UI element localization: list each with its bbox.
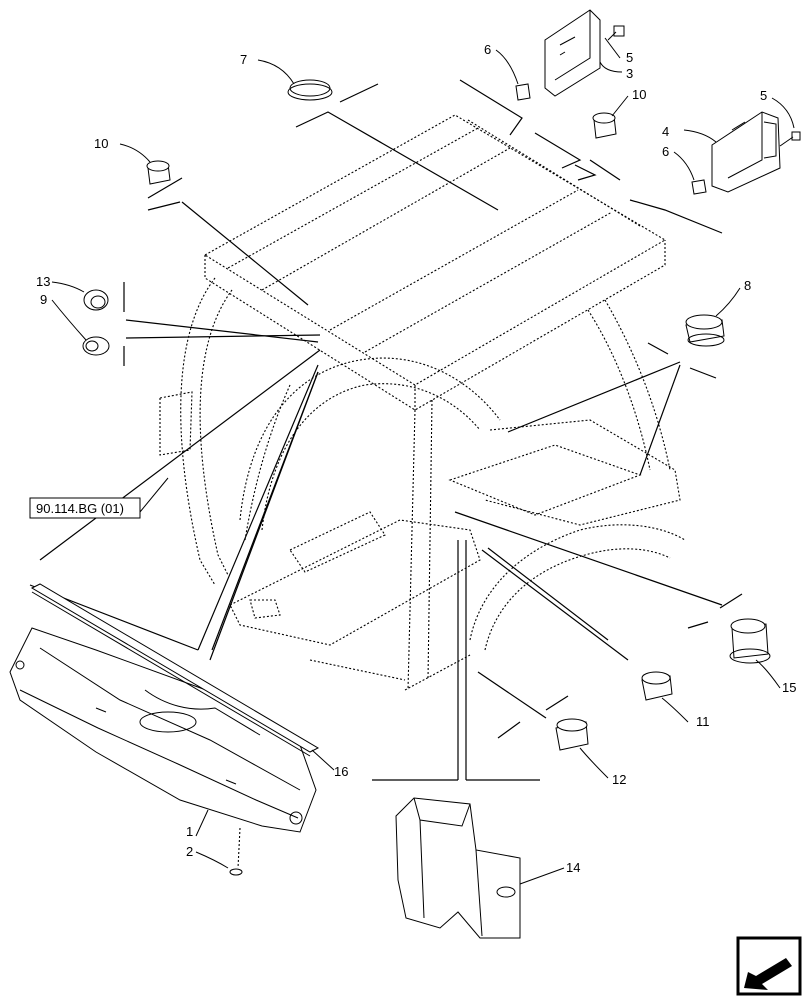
leader-lines	[51, 37, 795, 885]
plug-part-8	[685, 314, 725, 347]
callout-12: 12	[612, 772, 626, 787]
bolt-part-5-right	[779, 131, 801, 147]
callout-14: 14	[566, 860, 580, 875]
callouts: 7 10 10 6 5 3 4 6 5 8 13 9 15 11 12 14 1…	[36, 42, 796, 875]
arrow-icon[interactable]	[736, 936, 802, 996]
callout-5: 5	[626, 50, 633, 65]
screw-part-2	[229, 827, 243, 876]
plug-part-11	[641, 671, 673, 701]
callout-6: 6	[484, 42, 491, 57]
plug-part-10-left	[146, 160, 171, 185]
callout-10: 10	[94, 136, 108, 151]
callout-8: 8	[744, 278, 751, 293]
reference-link-label[interactable]: 90.114.BG (01)	[36, 501, 124, 516]
plug-part-10-top	[592, 112, 617, 139]
controller-part-4	[711, 111, 781, 193]
callout-5: 5	[760, 88, 767, 103]
callout-1: 1	[186, 824, 193, 839]
callout-13: 13	[36, 274, 50, 289]
callout-9: 9	[40, 292, 47, 307]
cab-frame	[159, 114, 686, 691]
strip-part-16	[30, 583, 320, 757]
callout-10: 10	[632, 87, 646, 102]
bolt-part-5-top	[607, 25, 625, 41]
reference-link[interactable]: 90.114.BG (01)	[29, 497, 141, 519]
callout-11: 11	[696, 714, 710, 729]
callout-3: 3	[626, 66, 633, 81]
grommet-part-9	[82, 336, 110, 356]
plate-part-3	[544, 9, 601, 97]
cap-part-7	[287, 79, 333, 101]
clip-part-6-right	[691, 179, 707, 195]
callout-4: 4	[662, 124, 669, 139]
clip-part-6-top	[515, 83, 531, 101]
bracket-part-14	[395, 797, 521, 939]
callout-16: 16	[334, 764, 348, 779]
section-lines	[29, 79, 743, 781]
callout-6: 6	[662, 144, 669, 159]
grommet-part-13	[83, 289, 109, 311]
panel-part-1	[9, 627, 317, 833]
callout-15: 15	[782, 680, 796, 695]
plug-part-12	[555, 718, 589, 751]
callout-7: 7	[240, 52, 247, 67]
bushing-part-15	[729, 618, 771, 664]
callout-2: 2	[186, 844, 193, 859]
